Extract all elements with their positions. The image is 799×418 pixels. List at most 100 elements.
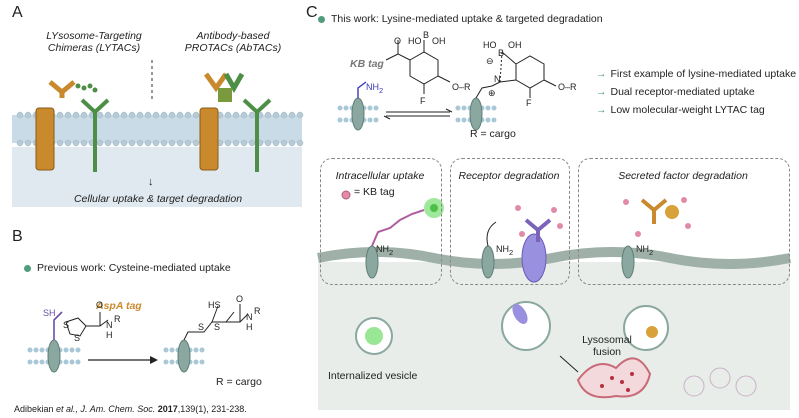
f-right: F (526, 98, 532, 108)
kb-tag-legend-icon (341, 190, 351, 200)
fusion-arrow (559, 355, 579, 373)
box3-kb-tags (623, 197, 691, 237)
abtac-orange-receptor (199, 107, 219, 171)
lysine-chain (357, 81, 367, 98)
h-left: H (106, 330, 113, 340)
citation: Adibekian et al., J. Am. Chem. Soc. 2017… (14, 404, 247, 414)
left-ether-bond (437, 75, 451, 83)
citation-journal: et al., J. Am. Chem. Soc. (56, 404, 156, 414)
arrow-right-icon: → (596, 104, 607, 116)
box3-title: Secreted factor degradation (618, 170, 748, 182)
secreted-factor-box (578, 158, 790, 285)
oh-left: OH (432, 36, 446, 46)
box1-kb-legend: = KB tag (354, 186, 395, 198)
panel-a-letter: A (12, 4, 23, 21)
b-left: B (423, 30, 430, 40)
green-bullet-icon (24, 264, 31, 272)
o-r-right: O–R (558, 82, 577, 92)
left-protein-b (47, 339, 61, 373)
n-left: N (106, 320, 113, 330)
o-ketone: O (394, 36, 402, 46)
box3-nh2: NH2 (636, 244, 654, 257)
right-hs-bond (211, 305, 219, 323)
citation-author: Adibekian (14, 404, 57, 414)
oh-right: OH (508, 40, 522, 50)
abtac-antibody-arm-green (223, 72, 245, 94)
box3-protein (621, 245, 635, 279)
aspa-tag-label: AspA tag (96, 300, 142, 312)
ho-left: HO (408, 36, 422, 46)
n-right-c: N (494, 74, 501, 84)
left-aryl-ring (409, 51, 439, 85)
endosome-right (623, 305, 669, 351)
left-protein-c (351, 97, 365, 131)
left-dithiolane-ring (65, 317, 87, 337)
citation-year: 2017 (155, 404, 178, 414)
o-left: O (96, 300, 104, 310)
h-right: H (246, 322, 253, 332)
ho-right: HO (483, 40, 497, 50)
sh-label: SH (43, 308, 56, 318)
arrow-right-icon: → (596, 68, 607, 80)
box1-linker (371, 209, 425, 247)
lysosome (576, 357, 652, 399)
internalized-vesicle-label: Internalized vesicle (328, 370, 418, 382)
box3-secreted-factor (665, 205, 679, 219)
green-bullet-icon (318, 15, 325, 23)
s-left-2: S (74, 333, 81, 343)
o-right: O (236, 294, 244, 304)
abtac-antibody-arm-orange (203, 72, 229, 93)
endosome-factor (646, 326, 658, 338)
abtac-label: Antibody-based PROTACs (AbTACs) (168, 30, 298, 54)
left-amide-bond (86, 319, 109, 327)
f-left: F (420, 96, 426, 106)
minus-charge: ⊖ (486, 56, 494, 66)
citation-pages: ,139(1), 231-238. (177, 404, 247, 414)
cell-interior (318, 262, 790, 410)
abtac-antibody-fc (218, 88, 232, 102)
box1-cargo-core (430, 204, 438, 212)
lysosome-enzymes (600, 372, 634, 392)
box1-nh2: NH2 (376, 244, 394, 257)
right-protein-b (177, 339, 191, 373)
lytac-label-line1: LYsosome-Targeting (46, 30, 142, 42)
this-work-line: This work: Lysine-mediated uptake & targ… (318, 13, 603, 25)
previous-work-line: Previous work: Cysteine-mediated uptake (24, 262, 231, 274)
box1-title: Intracellular uptake (335, 170, 425, 182)
box3-antibody (640, 198, 668, 224)
right-iminium-chain (475, 85, 493, 99)
box2-title: Receptor degradation (458, 170, 560, 182)
panel-c-chemistry (337, 40, 557, 131)
panel-a-membrane-diagram (12, 60, 304, 207)
down-arrow: ↓ (148, 176, 154, 188)
plus-charge: ⊕ (488, 88, 496, 98)
endosome-receptor (512, 304, 528, 324)
cell-membrane (316, 247, 791, 269)
degraded-fragments (683, 367, 757, 397)
lytac-label-line2: Chimeras (LYTACs) (47, 42, 141, 54)
lytac-label: LYsosome-Targeting Chimeras (LYTACs) (24, 30, 164, 54)
o-r-left: O–R (452, 82, 471, 92)
left-cys-chain (53, 311, 63, 340)
s-left-1: S (63, 320, 70, 330)
right-boron-bond (501, 51, 517, 65)
hs-label: HS (208, 300, 221, 310)
box2-nh2: NH2 (496, 244, 514, 257)
n-b-dative (499, 51, 503, 83)
nh2-label: NH2 (366, 82, 384, 95)
right-ether-bond (543, 79, 557, 87)
this-work-text: This work: Lysine-mediated uptake & targ… (331, 13, 603, 25)
right-chain (183, 311, 235, 341)
arrow-right-icon: → (596, 86, 607, 98)
lytac-orange-receptor (35, 107, 55, 171)
reaction-arrow-head (150, 356, 158, 364)
feature-item: →Low molecular-weight LYTAC tag (596, 104, 765, 116)
abtac-label-line1: Antibody-based (196, 30, 270, 42)
panel-b-letter: B (12, 228, 23, 245)
feature-item: →Dual receptor-mediated uptake (596, 86, 755, 98)
n-right: N (246, 312, 253, 322)
cytoplasm-area (12, 147, 302, 207)
panel-c-letter: C (306, 4, 318, 21)
panel-b-reaction (27, 304, 249, 373)
s-right-2: S (214, 322, 221, 332)
